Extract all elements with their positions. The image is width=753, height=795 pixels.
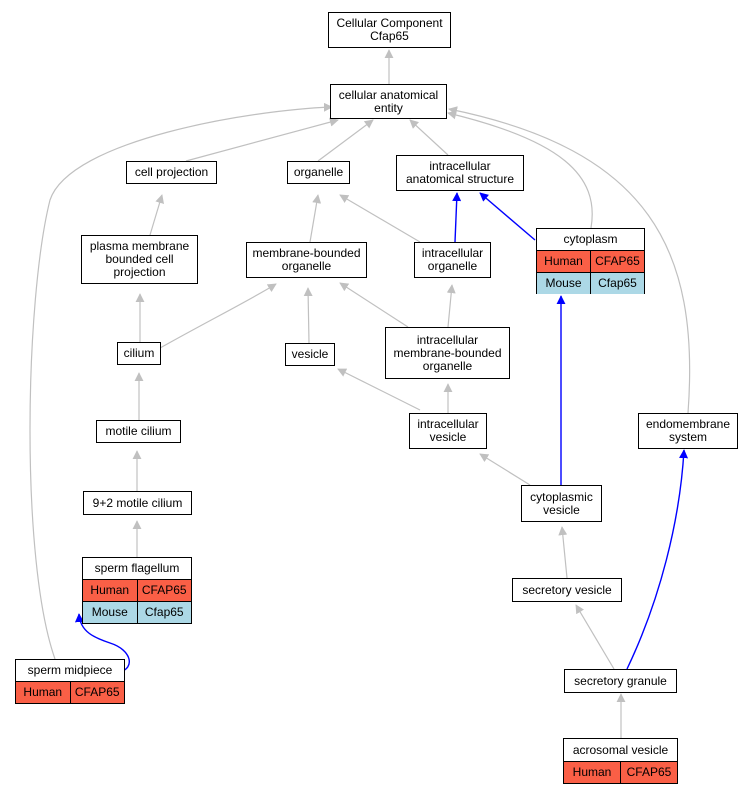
node-label: organelle bbox=[293, 165, 344, 179]
species-row-human: Human CFAP65 bbox=[564, 761, 677, 783]
node-label: sperm midpiece bbox=[27, 663, 113, 677]
edge-cytoplasm-to-entity bbox=[447, 110, 593, 229]
node-label: 9+2 motile cilium bbox=[92, 495, 183, 510]
edge-midpiece-to-entity bbox=[29, 102, 333, 660]
species-row-mouse: Mouse Cfap65 bbox=[537, 272, 644, 294]
node-secretory-vesicle[interactable]: secretory vesicle bbox=[512, 578, 622, 602]
node-label: cell projection bbox=[134, 165, 209, 179]
species-organism: Human bbox=[544, 254, 583, 268]
species-organism: Human bbox=[23, 685, 63, 699]
node-cytoplasm[interactable]: cytoplasm Human CFAP65 Mouse Cfap65 bbox=[536, 228, 645, 294]
node-label: cytoplasm bbox=[563, 232, 618, 246]
species-gene: CFAP65 bbox=[590, 251, 644, 272]
species-gene: Cfap65 bbox=[136, 602, 192, 623]
species-row-human: Human CFAP65 bbox=[537, 250, 644, 272]
node-label: cilium bbox=[123, 346, 155, 360]
species-row-mouse: Mouse Cfap65 bbox=[83, 601, 191, 623]
node-intracellular-organelle[interactable]: intracellular organelle bbox=[414, 242, 491, 278]
species-gene: CFAP65 bbox=[620, 762, 677, 783]
edge-secvesicle-to-cytovesicle bbox=[558, 526, 568, 579]
node-label: secretory granule bbox=[574, 673, 667, 688]
edge-imbo-to-mbo bbox=[339, 282, 409, 328]
edge-midpiece-to-flagellum bbox=[74, 613, 130, 673]
edge-cytovesicle-to-ivesicle bbox=[479, 453, 531, 486]
node-intracellular-vesicle[interactable]: intracellular vesicle bbox=[409, 413, 487, 449]
node-label: intracellular anatomical structure bbox=[405, 159, 515, 186]
species-organism: Mouse bbox=[91, 605, 128, 619]
node-label: vesicle bbox=[291, 347, 329, 361]
node-label: plasma membrane bounded cell projection bbox=[89, 239, 190, 279]
edge-granule-to-endomembrane bbox=[626, 449, 689, 670]
node-vesicle[interactable]: vesicle bbox=[285, 343, 335, 366]
node-label: endomembrane system bbox=[645, 417, 731, 444]
species-row-human: Human CFAP65 bbox=[16, 681, 124, 703]
node-label: Cellular Component Cfap65 bbox=[336, 16, 443, 43]
edge-cilium-to-mbo bbox=[159, 283, 277, 349]
node-sperm-flagellum[interactable]: sperm flagellum Human CFAP65 Mouse Cfap6… bbox=[82, 557, 192, 624]
edge-ivesicle-to-vesicle bbox=[337, 368, 421, 411]
node-label: motile cilium bbox=[105, 424, 172, 438]
edge-cytoplasm-to-intracellular bbox=[479, 192, 536, 241]
species-organism: Human bbox=[572, 765, 612, 779]
node-root[interactable]: Cellular Component Cfap65 bbox=[328, 12, 451, 48]
species-organism: Mouse bbox=[545, 276, 582, 290]
node-label: intracellular membrane-bounded organelle bbox=[393, 332, 502, 373]
species-row-human: Human CFAP65 bbox=[83, 579, 191, 601]
node-cellular-anatomical-entity[interactable]: cellular anatomical entity bbox=[330, 84, 447, 119]
node-label: membrane-bounded organelle bbox=[252, 246, 361, 273]
species-gene: CFAP65 bbox=[136, 580, 192, 601]
edge-granule-to-secvesicle bbox=[575, 604, 615, 670]
node-label: intracellular vesicle bbox=[417, 417, 479, 444]
edge-intraorganelle-to-intracellular bbox=[452, 192, 462, 243]
node-acrosomal-vesicle[interactable]: acrosomal vesicle Human CFAP65 bbox=[563, 738, 678, 784]
node-intracellular-membrane-bounded-organelle[interactable]: intracellular membrane-bounded organelle bbox=[385, 327, 510, 379]
edge-intraorganelle-to-organelle bbox=[339, 194, 421, 243]
node-label: secretory vesicle bbox=[522, 582, 612, 597]
node-plasma-membrane-bounded-cell-projection[interactable]: plasma membrane bounded cell projection bbox=[81, 235, 198, 284]
node-membrane-bounded-organelle[interactable]: membrane-bounded organelle bbox=[246, 242, 367, 278]
edge-imbo-to-intraorganelle bbox=[446, 284, 456, 328]
edge-mbo-to-organelle bbox=[309, 194, 322, 243]
species-gene: Cfap65 bbox=[590, 273, 644, 294]
edge-vesicle-to-mbo bbox=[303, 287, 313, 344]
node-9-2-motile-cilium[interactable]: 9+2 motile cilium bbox=[83, 491, 192, 515]
species-organism: Human bbox=[90, 583, 130, 597]
node-label: cytoplasmic vesicle bbox=[530, 489, 593, 517]
node-cilium[interactable]: cilium bbox=[117, 342, 161, 365]
edge-pmbcp-to-cellprojection bbox=[149, 194, 164, 236]
node-cytoplasmic-vesicle[interactable]: cytoplasmic vesicle bbox=[521, 485, 602, 522]
edge-intracellular-to-entity bbox=[409, 119, 449, 156]
node-label: cellular anatomical entity bbox=[338, 87, 439, 115]
node-secretory-granule[interactable]: secretory granule bbox=[564, 669, 677, 693]
node-cell-projection[interactable]: cell projection bbox=[126, 161, 217, 184]
edge-endomembrane-to-entity bbox=[448, 106, 691, 414]
node-endomembrane-system[interactable]: endomembrane system bbox=[638, 413, 738, 449]
node-label: intracellular organelle bbox=[421, 246, 484, 273]
node-label: acrosomal vesicle bbox=[572, 742, 669, 757]
species-gene: CFAP65 bbox=[69, 682, 125, 703]
node-label: sperm flagellum bbox=[94, 561, 180, 575]
node-motile-cilium[interactable]: motile cilium bbox=[96, 420, 181, 443]
edge-cellprojection-to-entity bbox=[185, 117, 339, 162]
node-intracellular-anatomical-structure[interactable]: intracellular anatomical structure bbox=[396, 155, 524, 191]
node-sperm-midpiece[interactable]: sperm midpiece Human CFAP65 bbox=[15, 659, 125, 704]
node-organelle[interactable]: organelle bbox=[287, 161, 350, 184]
edge-organelle-to-entity bbox=[317, 119, 374, 162]
